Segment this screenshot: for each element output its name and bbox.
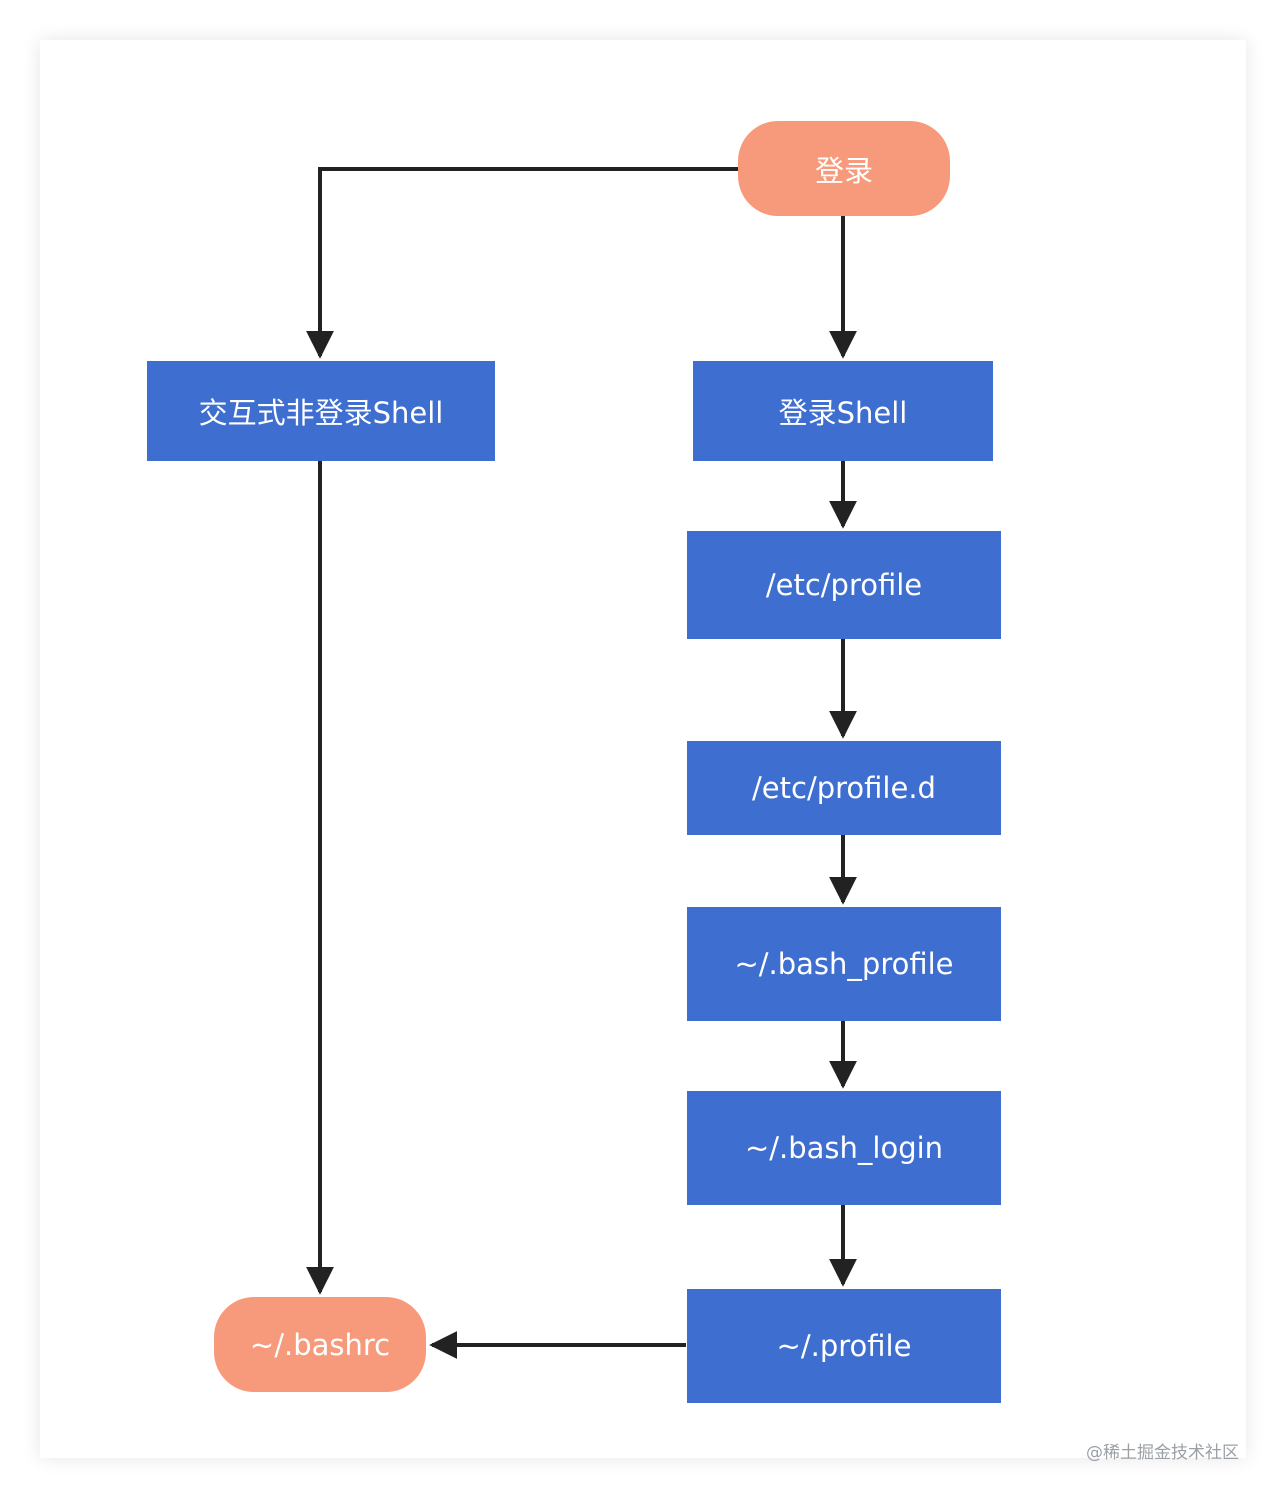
node-profile: ~/.profile <box>687 1289 1001 1403</box>
node-etc-profile-d-label: /etc/profile.d <box>752 771 936 805</box>
node-login-shell-label: 登录Shell <box>778 396 908 430</box>
node-non-login-shell-label: 交互式非登录Shell <box>198 396 444 430</box>
node-bash-profile-label: ~/.bash_profile <box>734 947 954 981</box>
node-etc-profile: /etc/profile <box>687 531 1001 639</box>
node-profile-label: ~/.profile <box>776 1329 912 1363</box>
node-bash-login: ~/.bash_login <box>687 1091 1001 1205</box>
edge-login-to-non-login-shell <box>306 167 738 359</box>
node-bashrc-label: ~/.bashrc <box>249 1327 391 1362</box>
node-login-label: 登录 <box>814 153 873 188</box>
watermark: @稀土掘金技术社区 <box>1086 1443 1239 1463</box>
node-login-shell: 登录Shell <box>693 361 993 461</box>
node-bashrc: ~/.bashrc <box>214 1297 426 1392</box>
node-bash-profile: ~/.bash_profile <box>687 907 1001 1021</box>
diagram-canvas <box>40 40 1246 1458</box>
node-etc-profile-d: /etc/profile.d <box>687 741 1001 835</box>
node-non-login-shell: 交互式非登录Shell <box>147 361 495 461</box>
node-login: 登录 <box>738 121 950 216</box>
node-bash-login-label: ~/.bash_login <box>744 1131 944 1165</box>
node-etc-profile-label: /etc/profile <box>765 568 923 602</box>
